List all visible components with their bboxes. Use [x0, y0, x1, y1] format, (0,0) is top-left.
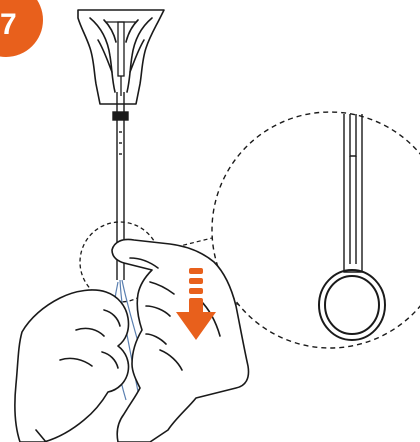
step-badge: 7: [0, 0, 43, 57]
magnified-detail: [212, 112, 420, 348]
step-number: 7: [0, 8, 17, 41]
magnified-circle: [212, 112, 420, 348]
left-hand: [15, 290, 129, 442]
flange: [113, 112, 128, 120]
